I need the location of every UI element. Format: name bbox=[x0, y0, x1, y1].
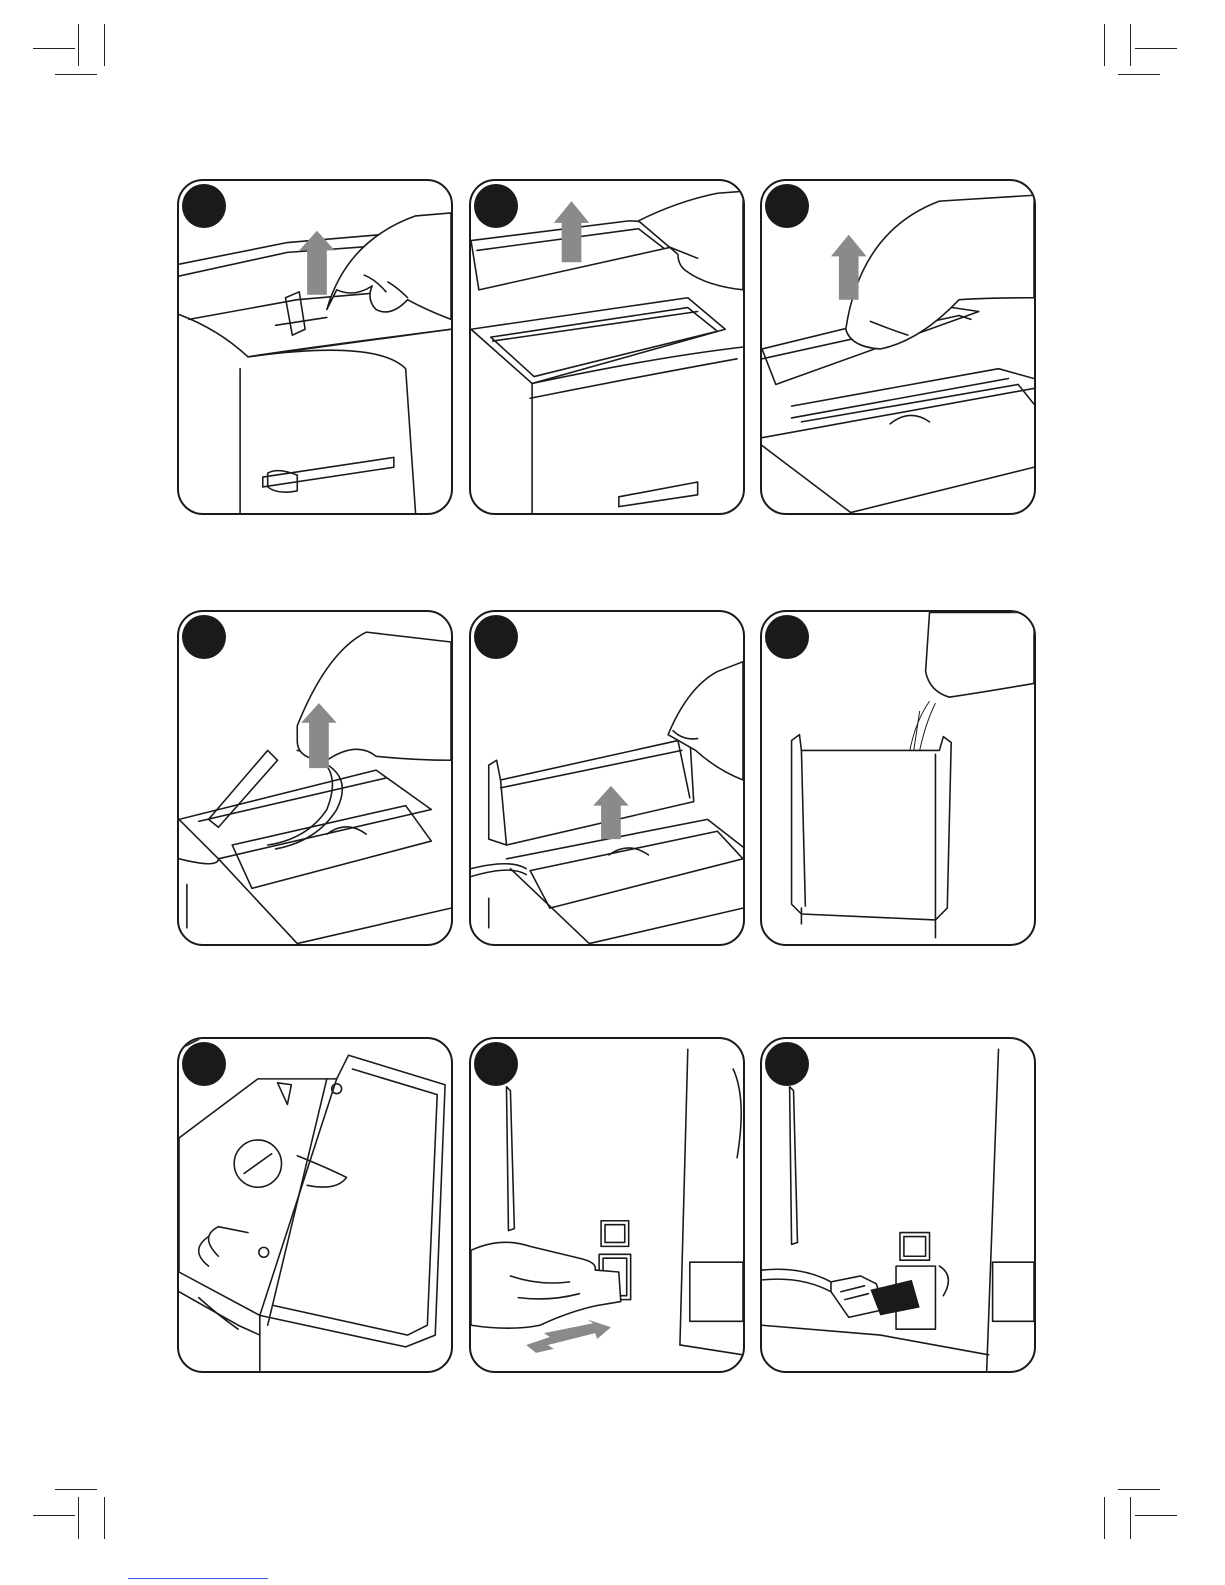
crop-mark-top-left-h bbox=[33, 48, 75, 49]
crop-mark-top-left-v bbox=[78, 24, 79, 66]
step-badge bbox=[474, 1042, 518, 1086]
crop-mark-top-left-v2 bbox=[104, 24, 105, 66]
crop-mark-top-right-h2 bbox=[1118, 74, 1160, 75]
crop-mark-top-right-h bbox=[1135, 48, 1177, 49]
step-badge bbox=[182, 1042, 226, 1086]
step-badge bbox=[182, 184, 226, 228]
step-8-illustration bbox=[471, 1039, 743, 1371]
step-6-panel bbox=[760, 610, 1036, 946]
crop-mark-bottom-right-v bbox=[1104, 1497, 1105, 1539]
step-badge bbox=[765, 184, 809, 228]
crop-mark-bottom-right-h2 bbox=[1135, 1515, 1177, 1516]
step-badge bbox=[765, 615, 809, 659]
step-3-panel bbox=[760, 179, 1036, 515]
step-1-panel bbox=[177, 179, 453, 515]
step-8-panel bbox=[469, 1037, 745, 1373]
footer-rule bbox=[128, 1578, 268, 1579]
step-7-illustration bbox=[179, 1039, 451, 1371]
crop-mark-bottom-left-v bbox=[78, 1497, 79, 1539]
crop-mark-bottom-left-v2 bbox=[104, 1497, 105, 1539]
step-7-panel bbox=[177, 1037, 453, 1373]
crop-mark-top-right-v2 bbox=[1130, 24, 1131, 66]
step-5-illustration bbox=[471, 612, 743, 944]
step-4-illustration bbox=[179, 612, 451, 944]
crop-mark-bottom-right-v2 bbox=[1130, 1497, 1131, 1539]
crop-mark-bottom-left-h2 bbox=[33, 1515, 75, 1516]
step-badge bbox=[182, 615, 226, 659]
step-2-illustration bbox=[471, 181, 743, 513]
step-9-illustration bbox=[762, 1039, 1034, 1371]
step-1-illustration bbox=[179, 181, 451, 513]
crop-mark-bottom-left-h bbox=[55, 1489, 97, 1490]
crop-mark-top-right-v bbox=[1104, 24, 1105, 66]
step-badge bbox=[474, 615, 518, 659]
step-9-panel bbox=[760, 1037, 1036, 1373]
crop-mark-top-left-h2 bbox=[55, 74, 97, 75]
step-badge bbox=[474, 184, 518, 228]
step-2-panel bbox=[469, 179, 745, 515]
step-5-panel bbox=[469, 610, 745, 946]
step-badge bbox=[765, 1042, 809, 1086]
step-6-illustration bbox=[762, 612, 1034, 944]
step-3-illustration bbox=[762, 181, 1034, 513]
step-4-panel bbox=[177, 610, 453, 946]
crop-mark-bottom-right-h bbox=[1118, 1489, 1160, 1490]
